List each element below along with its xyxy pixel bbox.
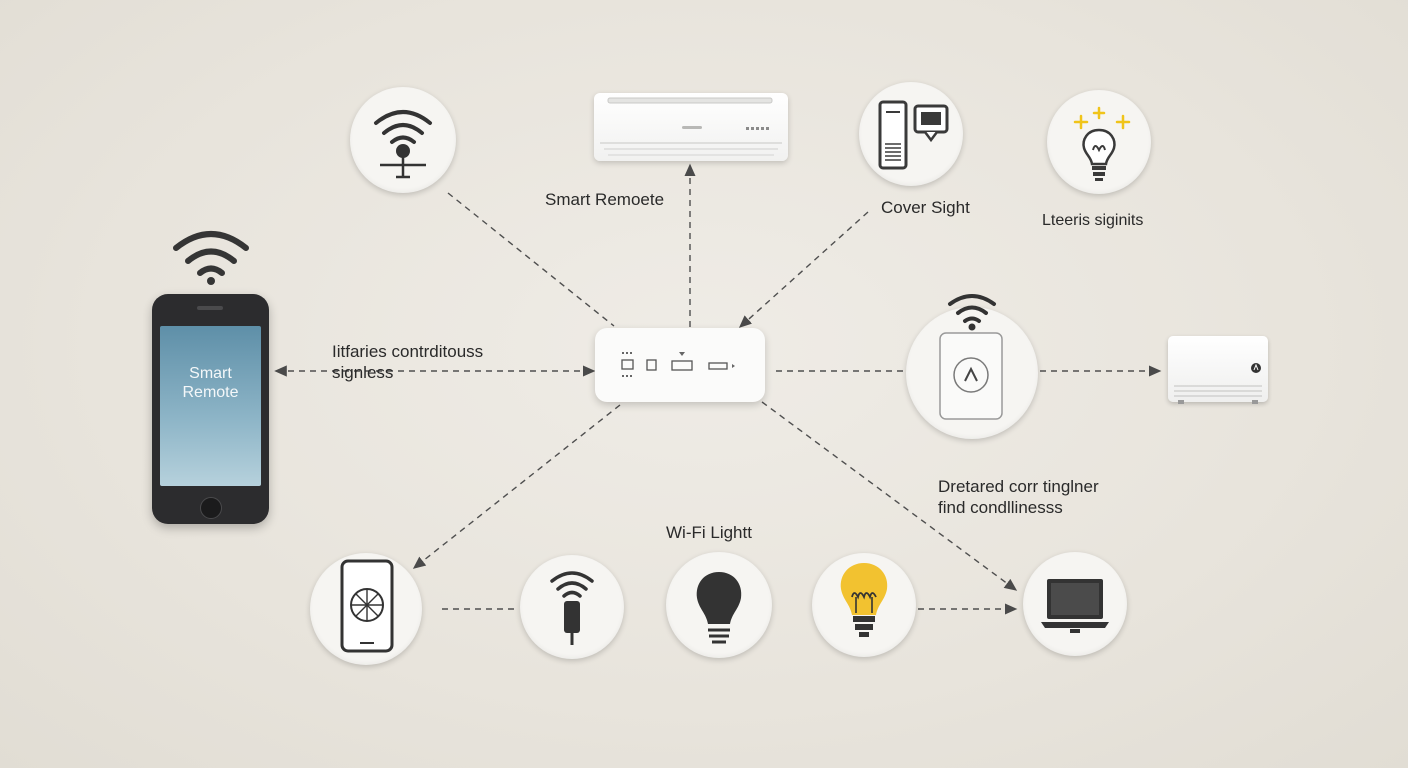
label-detail-line1: Dretared corr tinglner xyxy=(938,477,1099,496)
laptop-icon xyxy=(1041,579,1109,633)
smart-hub[interactable] xyxy=(595,328,765,402)
link-router-hub xyxy=(447,192,615,327)
tablet-node[interactable] xyxy=(310,553,422,665)
label-lights: Lteeris siginits xyxy=(1042,212,1144,229)
router-wifi-icon xyxy=(374,110,432,179)
wall-heater[interactable] xyxy=(1168,336,1268,404)
intercom-node[interactable] xyxy=(859,82,963,186)
link-hub-tablet xyxy=(412,404,621,569)
air-conditioner[interactable] xyxy=(594,93,788,161)
phone-screen: Smart Remote xyxy=(160,326,261,486)
phone-speaker xyxy=(197,306,223,310)
light-bulb-icon xyxy=(696,572,742,644)
wifi-light-node[interactable] xyxy=(666,552,772,658)
label-phone-link-line2: signless xyxy=(332,363,394,382)
phone-screen-line2: Remote xyxy=(182,384,239,401)
hub-ports xyxy=(621,352,735,377)
label-detail: Dretared corr tinglner find condllinesss xyxy=(938,476,1099,518)
wifi-icon xyxy=(173,231,249,285)
phone-screen-text: Smart Remote xyxy=(160,364,261,402)
label-detail-line2: find condllinesss xyxy=(938,498,1063,517)
router-node[interactable] xyxy=(350,87,456,193)
wall-switch-icon xyxy=(939,332,1003,420)
smart-bulb-node[interactable] xyxy=(812,553,916,657)
tablet-fan-icon xyxy=(340,559,394,653)
ac-details xyxy=(600,97,782,156)
label-cover-sight: Cover Sight xyxy=(881,198,970,217)
bulb-sparkle-icon xyxy=(1073,106,1131,181)
phone-home-button xyxy=(200,497,222,519)
label-phone-link-line1: Iitfaries contrditouss xyxy=(332,342,484,361)
switch-wifi-icon xyxy=(948,294,996,331)
phone-screen-line1: Smart xyxy=(189,365,232,382)
heater-details xyxy=(1174,363,1262,404)
wifi-sensor-node[interactable] xyxy=(520,555,624,659)
intercom-icon xyxy=(878,100,949,170)
smartphone[interactable]: Smart Remote xyxy=(152,294,269,524)
laptop-node[interactable] xyxy=(1023,552,1127,656)
lights-node[interactable] xyxy=(1047,90,1151,194)
label-wifi-light: Wi-Fi Lightt xyxy=(666,523,752,542)
link-hub-coversight xyxy=(738,211,869,328)
wifi-sensor-icon xyxy=(550,571,594,645)
label-smart-remote: Smart Remoete xyxy=(545,190,665,209)
link-hub-laptop xyxy=(761,401,1018,591)
label-phone-link: Iitfaries contrditouss signless xyxy=(332,341,483,383)
yellow-bulb-icon xyxy=(840,563,888,637)
